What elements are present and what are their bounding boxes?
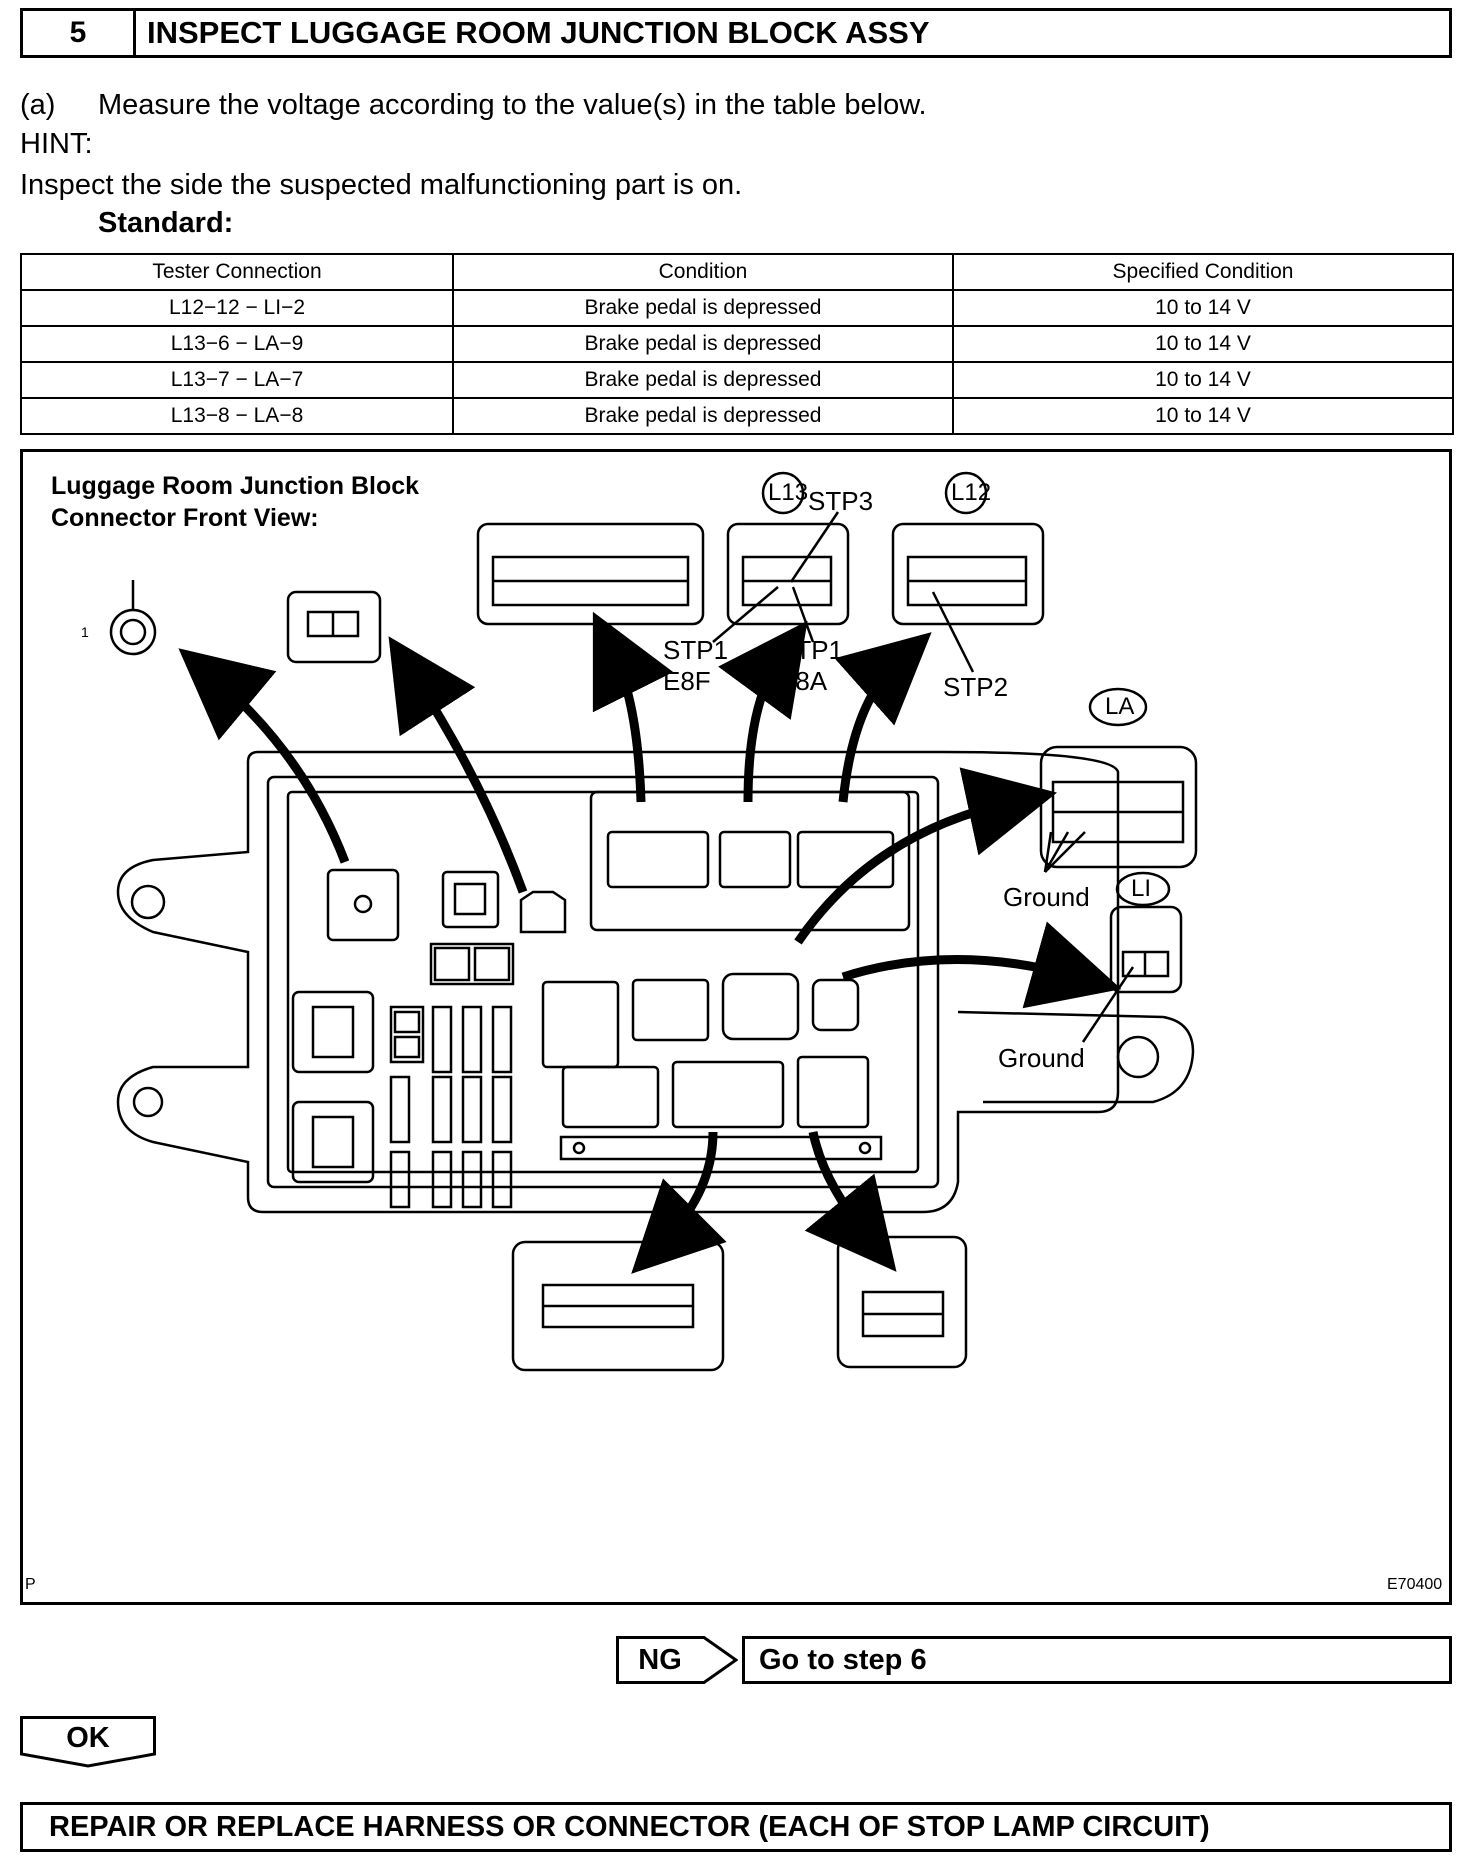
block-outline [116,750,1120,1214]
connector-22pin [476,522,705,626]
cell-connection: L13−7 − LA−7 [20,361,454,399]
repair-instruction: REPAIR OR REPLACE HARNESS OR CONNECTOR (… [20,1802,1452,1852]
table-row: L13−6 − LA−9 Brake pedal is depressed 10… [20,325,1454,363]
table-row: L13−8 − LA−8 Brake pedal is depressed 10… [20,397,1454,435]
cell-connection: L13−8 − LA−8 [20,397,454,435]
cell-connection: L12−12 − LI−2 [20,289,454,327]
cell-condition: Brake pedal is depressed [452,397,954,435]
hint-label: HINT: [20,128,93,160]
connector-13pin [511,1240,725,1372]
header-specified-condition: Specified Condition [952,253,1454,291]
ng-decision: NG [616,1636,738,1684]
label-li: LI [1131,875,1152,902]
label-stp1-left: STP1 [663,635,729,665]
step-title: INSPECT LUGGAGE ROOM JUNCTION BLOCK ASSY [147,15,930,50]
step-number: 5 [23,11,136,55]
hint-text: Inspect the side the suspected malfuncti… [20,169,743,201]
step-header: 5 INSPECT LUGGAGE ROOM JUNCTION BLOCK AS… [20,8,1452,58]
cell-spec: 10 to 14 V [952,325,1454,363]
table-header-row: Tester Connection Condition Specified Co… [20,253,1454,291]
connector-li [1109,905,1183,994]
ok-label: OK [66,1722,110,1754]
figure-corner-mark: P [25,1576,36,1593]
figure-id: E70400 [1387,1576,1443,1593]
ok-arrow-icon [20,1716,156,1768]
junction-block-diagram [109,471,1198,1372]
label-ground-li: Ground [998,1043,1085,1073]
two-pin-connector [286,590,382,664]
label-ground-la: Ground [1003,882,1090,912]
figure-heading-line2: Connector Front View: [51,504,319,532]
item-a-label: (a) [20,89,56,121]
cell-spec: 10 to 14 V [952,289,1454,327]
header-tester-connection: Tester Connection [20,253,454,291]
cell-condition: Brake pedal is depressed [452,361,954,399]
terminal-label: 1 [81,624,89,640]
label-stp1-right: STP1 [778,635,844,665]
label-stp2: STP2 [943,672,1009,702]
ng-label: NG [638,1644,682,1676]
connector-l12 [891,522,1045,626]
cell-condition: Brake pedal is depressed [452,325,954,363]
go-to-step-6[interactable]: Go to step 6 [742,1636,1452,1684]
item-a-text: Measure the voltage according to the val… [98,89,927,121]
connector-8pin [836,1235,968,1369]
label-la: LA [1105,693,1135,720]
label-e8a: E8A [778,666,828,696]
spec-table: Tester Connection Condition Specified Co… [20,253,1454,435]
label-e8f: E8F [663,666,711,696]
table-row: L12−12 − LI−2 Brake pedal is depressed 1… [20,289,1454,327]
ng-arrow-icon [616,1636,738,1684]
label-l12: L12 [951,479,992,506]
connector-figure: Luggage Room Junction Block Connector Fr… [20,449,1452,1605]
label-stp3: STP3 [808,486,874,516]
ring-terminal-icon [109,608,157,656]
standard-label: Standard: [98,207,234,239]
cell-spec: 10 to 14 V [952,397,1454,435]
ok-decision: OK [20,1716,156,1768]
cell-connection: L13−6 − LA−9 [20,325,454,363]
block-inner-outline [266,775,940,1189]
label-l13: L13 [768,479,809,506]
header-condition: Condition [452,253,954,291]
table-row: L13−7 − LA−7 Brake pedal is depressed 10… [20,361,1454,399]
figure-heading-line1: Luggage Room Junction Block [51,472,420,500]
cell-condition: Brake pedal is depressed [452,289,954,327]
cell-spec: 10 to 14 V [952,361,1454,399]
